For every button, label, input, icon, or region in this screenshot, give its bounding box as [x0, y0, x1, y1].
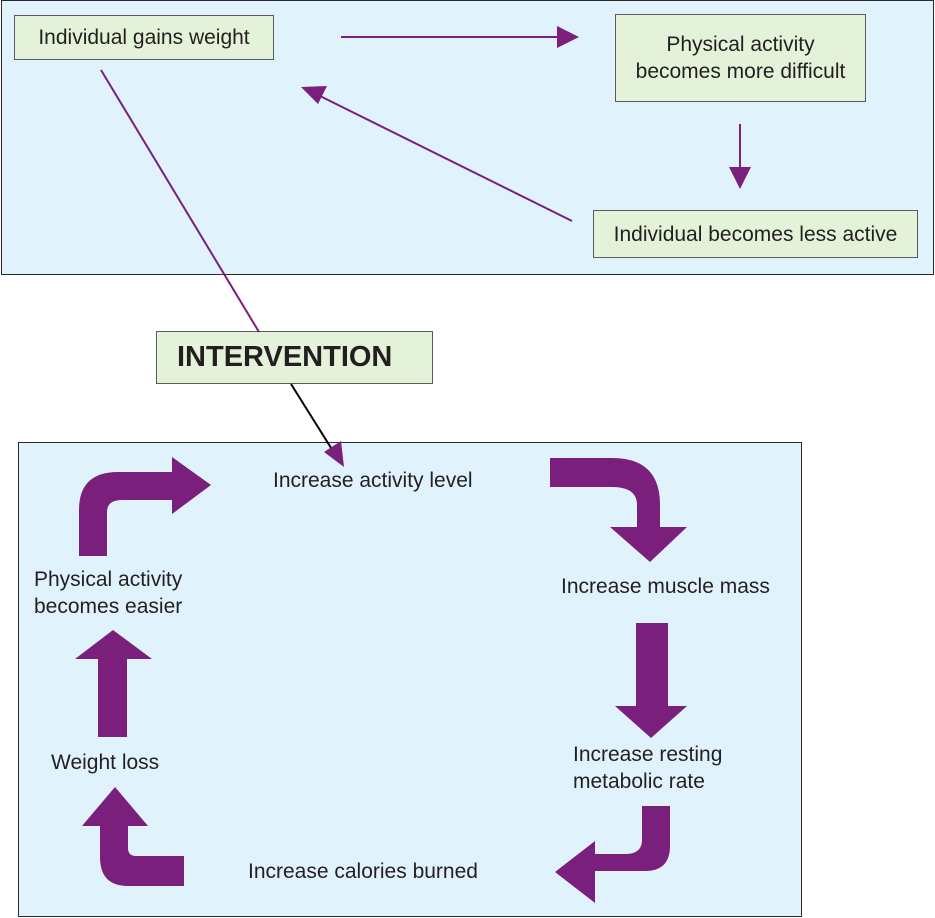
- node-intervention-label: INTERVENTION: [177, 341, 393, 373]
- line-intervention-to-activity: [290, 383, 334, 452]
- node-increase-muscle: Increase muscle mass: [561, 575, 770, 598]
- node-increase-activity: Increase activity level: [273, 469, 473, 492]
- line-gain-to-intervention: [100, 69, 260, 333]
- node-weight-loss: Weight loss: [51, 751, 160, 774]
- arrow-rmr-to-calories: [555, 806, 670, 903]
- node-activity-easier: Physical activity becomes easier: [34, 568, 183, 618]
- node-intervention: INTERVENTION: [156, 331, 433, 384]
- arrow-intervention-to-activity-head: [324, 441, 344, 467]
- arrow-activity-to-muscle: [550, 458, 687, 562]
- node-increase-calories: Increase calories burned: [248, 860, 478, 883]
- node-less-active-label: Individual becomes less active: [613, 222, 898, 246]
- intervention-cycle-panel: [18, 442, 802, 917]
- node-activity-harder-label: Physical activity becomes more difficult: [635, 33, 846, 83]
- arrow-calories-to-weightloss: [82, 787, 184, 886]
- arrow-easier-to-activity: [79, 457, 211, 556]
- arrow-less-to-gain: [319, 95, 573, 222]
- node-gains-weight-label: Individual gains weight: [38, 26, 250, 49]
- node-gains-weight: Individual gains weight: [14, 15, 274, 60]
- arrow-muscle-to-rmr: [615, 623, 687, 738]
- node-increase-rmr: Increase resting metabolic rate: [573, 743, 723, 793]
- node-activity-harder: Physical activity becomes more difficult: [615, 14, 866, 102]
- arrow-gain-to-harder-head: [557, 26, 579, 48]
- arrow-weightloss-to-easier: [75, 630, 152, 737]
- node-less-active: Individual becomes less active: [593, 210, 918, 258]
- arrow-less-to-gain-head: [301, 86, 327, 104]
- arrow-harder-to-less-head: [729, 167, 751, 189]
